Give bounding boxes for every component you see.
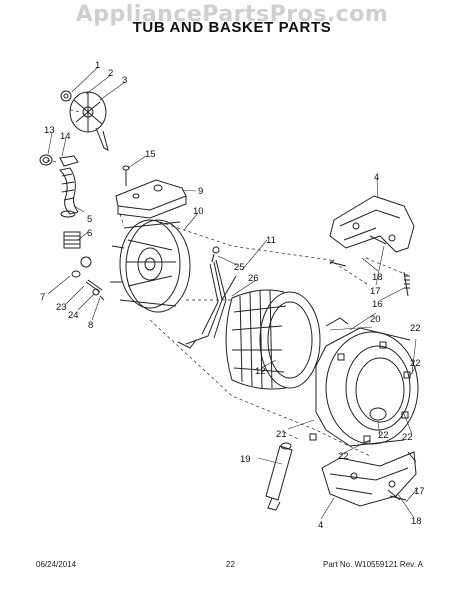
rear-tub-part (110, 219, 191, 313)
callout-22-right: 22 (410, 358, 421, 369)
front-tub-part (309, 317, 419, 447)
callout-2: 2 (108, 68, 113, 79)
bellows-part (63, 231, 92, 268)
callout-16: 16 (372, 299, 383, 310)
assembly-lines (45, 109, 411, 457)
callout-15: 15 (145, 149, 156, 160)
drum-basket-part (225, 289, 321, 390)
callout-18-bottom: 18 (411, 516, 422, 527)
callout-22-lowright: 22 (402, 432, 413, 443)
callout-21: 21 (276, 429, 287, 440)
callout-22-low: 22 (338, 451, 349, 462)
page-title: TUB AND BASKET PARTS (132, 19, 332, 36)
callout-numbers: 1 2 3 13 14 15 9 10 11 5 6 25 26 7 23 24… (40, 60, 425, 531)
callout-26: 26 (248, 273, 259, 284)
callout-17-top: 17 (370, 286, 381, 297)
callout-4-bottom: 4 (318, 520, 323, 531)
callout-17-bottom: 17 (414, 486, 425, 497)
callout-18-top: 18 (372, 272, 383, 283)
hose-clamp-part (39, 154, 79, 167)
watermark: AppliancePartsPros.com (75, 2, 389, 27)
drain-hose-part (58, 167, 79, 218)
callout-22-top: 22 (410, 323, 421, 334)
footer-date: 06/24/2014 (36, 560, 77, 569)
callout-12: 12 (255, 366, 266, 377)
fasteners-part (71, 270, 105, 301)
leader-lines (47, 66, 419, 520)
callout-14: 14 (60, 131, 71, 142)
lower-counterweight-part (321, 451, 417, 507)
callout-20: 20 (370, 314, 381, 325)
callout-10: 10 (193, 206, 204, 217)
callout-4-top: 4 (374, 172, 379, 183)
upper-counterweight-part (329, 195, 415, 253)
callout-9: 9 (198, 186, 203, 197)
callout-24: 24 (68, 310, 79, 321)
spider-part (177, 246, 237, 349)
pulley-part (60, 90, 109, 151)
footer-page-number: 22 (226, 560, 235, 569)
callout-1: 1 (95, 60, 100, 71)
upper-fasteners-part (329, 235, 410, 297)
bolt-part (122, 165, 130, 186)
footer-part-number: Part No. W10559121 Rev. A (323, 560, 423, 569)
callout-19: 19 (240, 454, 251, 465)
callout-3: 3 (122, 75, 127, 86)
callout-7: 7 (40, 292, 45, 303)
callout-23: 23 (56, 302, 67, 313)
callout-22-mid: 22 (378, 430, 389, 441)
callout-5: 5 (87, 214, 92, 225)
lower-fasteners-part (387, 489, 407, 501)
callout-6: 6 (87, 228, 92, 239)
callout-13: 13 (44, 125, 55, 136)
callout-25: 25 (234, 262, 245, 273)
callout-8: 8 (88, 320, 93, 331)
callout-11: 11 (266, 235, 276, 246)
shock-absorber-part (265, 442, 293, 511)
rear-bracket-part (115, 179, 187, 219)
